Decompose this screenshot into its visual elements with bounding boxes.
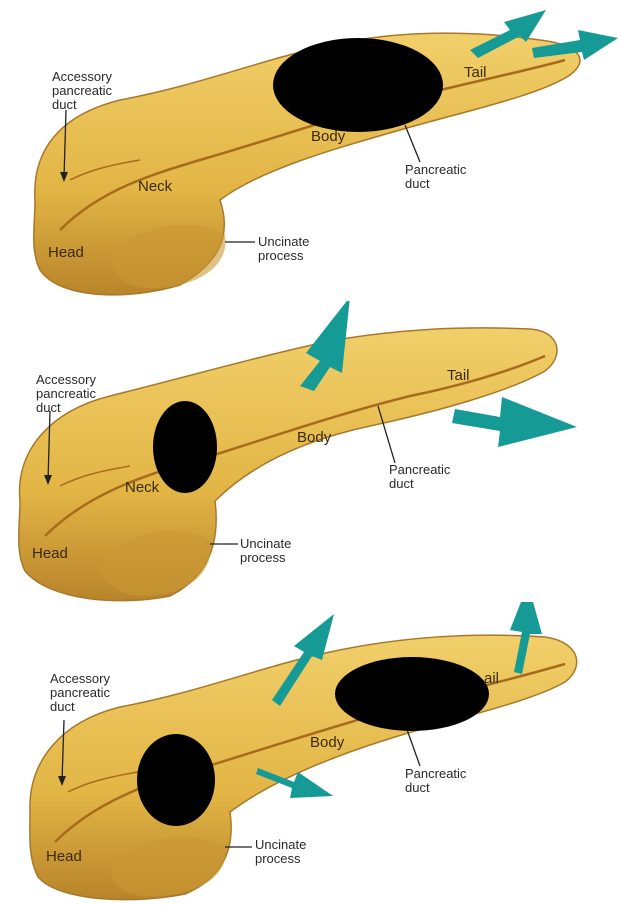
label-pancreatic-duct: Pancreatic duct xyxy=(389,463,450,491)
label-accessory-duct: Accessory pancreatic duct xyxy=(36,373,96,415)
label-pancreatic-duct: Pancreatic duct xyxy=(405,163,466,191)
pancreas-illustration-middle xyxy=(0,301,619,602)
label-accessory-duct: Accessory pancreatic duct xyxy=(50,672,110,714)
label-uncinate-process: Uncinate process xyxy=(240,537,291,565)
label-neck: Neck xyxy=(125,481,159,495)
pancreas-illustration-top xyxy=(0,0,619,301)
label-head: Head xyxy=(32,547,68,561)
label-neck: Neck xyxy=(138,180,172,194)
pancreas-illustration-bottom xyxy=(0,602,619,903)
pancreas-panel-bottom: Accessory pancreatic duct ail Body Head … xyxy=(0,602,619,903)
label-accessory-duct: Accessory pancreatic duct xyxy=(52,70,112,112)
label-tail: ail xyxy=(484,672,499,686)
label-body: Body xyxy=(310,736,344,750)
redaction-oval-right xyxy=(335,657,489,731)
label-tail: Tail xyxy=(464,66,487,80)
label-body: Body xyxy=(311,130,345,144)
label-body: Body xyxy=(297,431,331,445)
label-uncinate-process: Uncinate process xyxy=(255,838,306,866)
label-tail: Tail xyxy=(447,369,470,383)
pancreas-panel-top: Accessory pancreatic duct Tail Body Neck… xyxy=(0,0,619,301)
pointer-pancreatic xyxy=(405,125,420,162)
label-pancreatic-duct: Pancreatic duct xyxy=(405,767,466,795)
label-uncinate-process: Uncinate process xyxy=(258,235,309,263)
label-head: Head xyxy=(46,850,82,864)
redaction-oval xyxy=(273,38,443,132)
redaction-oval xyxy=(153,401,217,493)
label-head: Head xyxy=(48,246,84,260)
pancreas-panel-middle: Accessory pancreatic duct Tail Body Neck… xyxy=(0,301,619,602)
redaction-oval-left xyxy=(137,734,215,826)
